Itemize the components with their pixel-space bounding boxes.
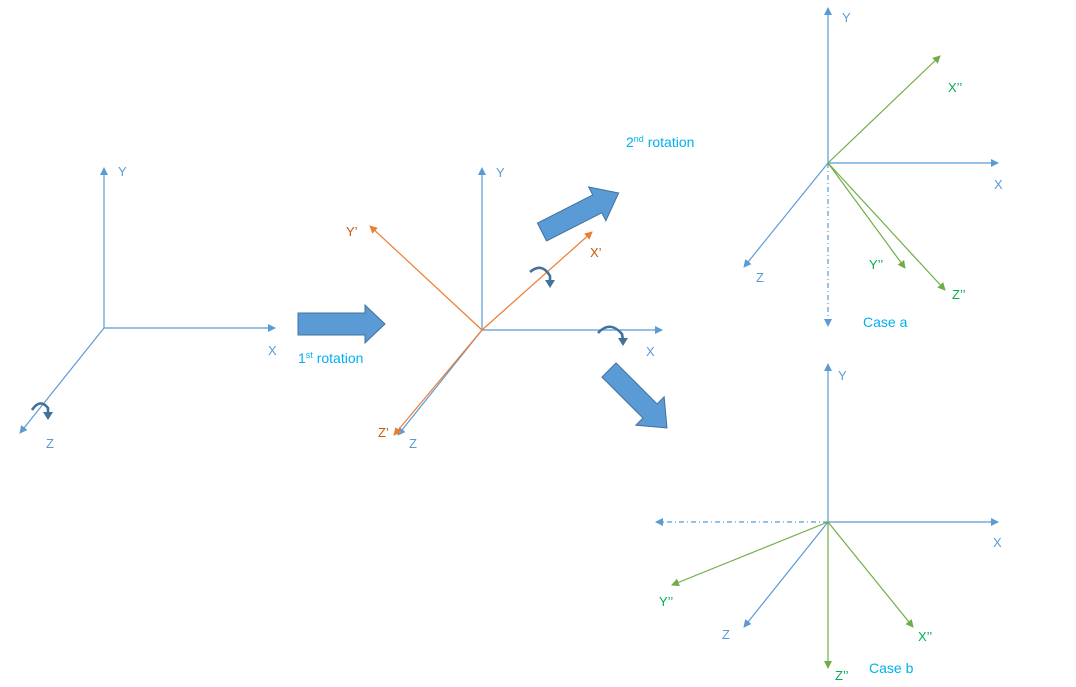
frame-case-a: Y X Z X’’ Y’’ Z’’ Case a	[743, 7, 1003, 330]
label-y-double-prime: Y’’	[869, 257, 883, 272]
label-y: Y	[496, 165, 505, 180]
block-arrow-icon	[601, 362, 668, 429]
block-arrow-icon	[536, 186, 620, 242]
frame-first-rotation: Y X Z Y’ X’ Z’	[346, 165, 663, 451]
label-z: Z	[722, 627, 730, 642]
axis-x-double-prime	[827, 55, 941, 164]
caption-case-b: Case b	[869, 660, 914, 676]
rotation-arrow-icon	[529, 266, 555, 288]
label-x-double-prime: X’’	[948, 80, 962, 95]
label-x-prime: X’	[590, 245, 602, 260]
caption-second-rotation: 2nd rotation	[626, 134, 694, 150]
label-z: Z	[756, 270, 764, 285]
label-z: Z	[46, 436, 54, 451]
label-y-double-prime: Y’’	[659, 594, 673, 609]
frame-original: Y X Z	[19, 164, 277, 451]
label-x: X	[994, 177, 1003, 192]
label-z: Z	[409, 436, 417, 451]
axis-y-double-prime	[671, 521, 829, 587]
rotation-arrow-icon	[30, 402, 53, 420]
label-x: X	[993, 535, 1002, 550]
label-x: X	[646, 344, 655, 359]
axis-x-prime	[481, 231, 593, 331]
axis-z-prime	[393, 329, 483, 436]
label-y: Y	[842, 10, 851, 25]
label-z-double-prime: Z’’	[835, 668, 849, 683]
axis-z	[743, 162, 829, 268]
label-y-prime: Y’	[346, 224, 358, 239]
caption-first-rotation: 1st rotation	[298, 350, 363, 366]
label-z-double-prime: Z’’	[952, 287, 966, 302]
label-y: Y	[838, 368, 847, 383]
axis-z	[19, 327, 105, 434]
label-x: X	[268, 343, 277, 358]
axis-y-prime	[369, 225, 483, 331]
block-arrow-icon	[297, 303, 386, 345]
label-x-double-prime: X’’	[918, 629, 932, 644]
label-z-prime: Z’	[378, 425, 389, 440]
axis-x-double-prime	[827, 521, 914, 628]
rotation-arrow-icon	[597, 325, 628, 346]
axis-y-double-prime	[827, 162, 906, 269]
axis-z-double-prime	[827, 162, 946, 291]
caption-case-a: Case a	[863, 314, 908, 330]
label-y: Y	[118, 164, 127, 179]
frame-case-b: Y X Z X’’ Y’’ Z’’ Case b	[655, 363, 1002, 683]
axis-z	[743, 521, 829, 628]
